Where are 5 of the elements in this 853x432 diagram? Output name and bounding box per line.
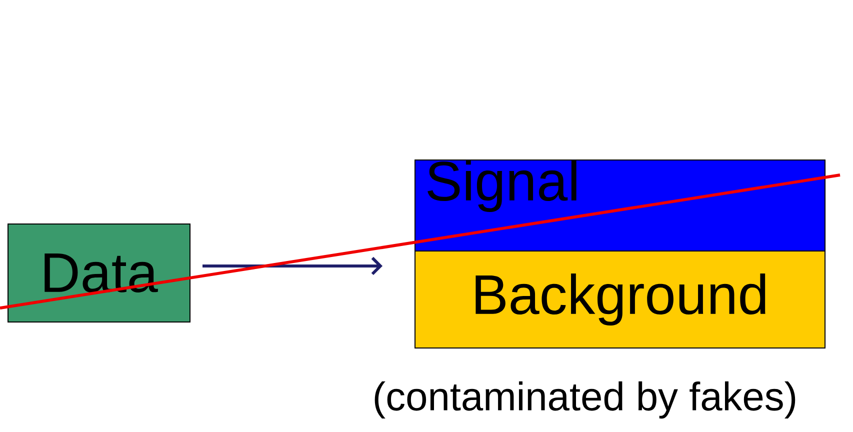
background-box: Background <box>414 250 826 348</box>
signal-box: Signal <box>414 160 826 252</box>
arrow <box>202 256 383 276</box>
data-box: Data <box>8 224 190 322</box>
node-label: (contaminated by fakes) <box>374 381 796 419</box>
